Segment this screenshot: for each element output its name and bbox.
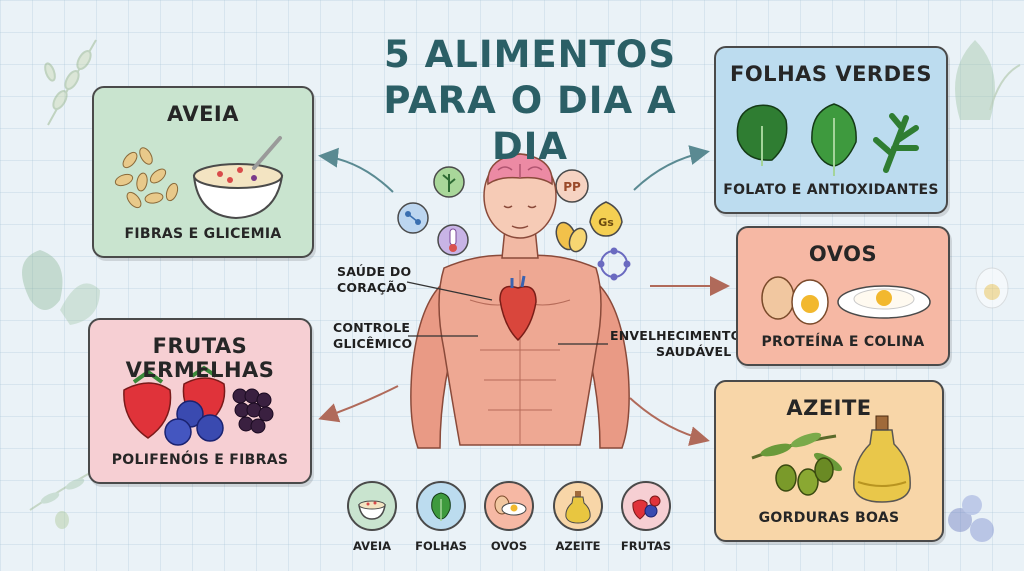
arrow-to-folhas — [633, 145, 710, 191]
wheat-decoration-icon — [44, 39, 97, 126]
arrow-to-frutas — [318, 385, 399, 423]
eggs-icon — [761, 276, 931, 325]
molecule-ring-icon — [597, 247, 631, 281]
card-subtitle: PROTEÍNA E COLINA — [761, 334, 925, 350]
berries-icon — [621, 481, 671, 531]
bottom-item-label: OVOS — [490, 539, 528, 553]
pp-nutrient-badge: PP — [555, 169, 589, 203]
card-aveia: AVEIA FIBRAS E GLICEMIA — [92, 86, 314, 258]
card-folhas-verdes: FOLHAS VERDES FOLATO E ANTIOXIDANTES — [714, 46, 948, 214]
annotation-line: CONTROLE — [333, 320, 411, 335]
bottom-item-label: FRUTAS — [620, 539, 672, 553]
olive-oil-icon — [751, 415, 911, 503]
leaf-decoration-icon — [955, 40, 1021, 120]
olive-oil-icon — [553, 481, 603, 531]
egg-icon — [484, 481, 534, 531]
bottom-item-label: AVEIA — [352, 539, 392, 553]
bottom-item-ovos: OVOS — [477, 481, 541, 553]
arrow-to-aveia — [318, 147, 394, 193]
arrow-to-azeite — [629, 397, 710, 446]
title-line-1: 5 ALIMENTOS — [383, 33, 676, 76]
bottom-item-aveia: AVEIA — [340, 481, 404, 553]
thermometer-nutrient-icon — [437, 224, 469, 256]
card-title: FRUTAS VERMELHAS — [125, 334, 275, 382]
annotation-line: SAÚDE DO — [337, 264, 412, 279]
annotation-glycemic-control: CONTROLE GLICÊMICO — [333, 320, 412, 352]
annotation-line: CORAÇÃO — [337, 280, 407, 295]
card-title: OVOS — [808, 242, 878, 266]
card-title: AZEITE — [786, 396, 872, 420]
bottom-item-azeite: AZEITE — [546, 481, 610, 553]
molecule-nutrient-icon — [397, 202, 429, 234]
annotation-heart-health: SAÚDE DO CORAÇÃO — [337, 264, 411, 296]
card-title: FOLHAS VERDES — [729, 62, 932, 86]
egg-decoration-icon — [975, 267, 1009, 309]
card-subtitle: POLIFENÓIS E FIBRAS — [111, 452, 289, 468]
gs-nutrient-badge: Gs — [589, 201, 623, 237]
annotation-line: ENVELHECIMENTO — [610, 328, 742, 343]
page-title: 5 ALIMENTOS PARA O DIA A DIA — [350, 32, 710, 170]
card-azeite: AZEITE GORDURAS BOAS — [714, 380, 944, 542]
bottom-item-label: AZEITE — [555, 539, 601, 553]
card-subtitle: FIBRAS E GLICEMIA — [124, 226, 282, 242]
capsule-nutrient-icon — [555, 221, 588, 253]
bottom-item-frutas: FRUTAS — [614, 481, 678, 553]
leader-coracao — [406, 281, 493, 301]
card-ovos: OVOS PROTEÍNA E COLINA — [736, 226, 950, 366]
annotation-healthy-aging: ENVELHECIMENTO SAUDÁVEL — [610, 328, 741, 360]
leaf-icon — [416, 481, 466, 531]
bottom-item-label: FOLHAS — [415, 539, 467, 553]
annotation-line: GLICÊMICO — [333, 336, 413, 351]
card-subtitle: FOLATO E ANTIOXIDANTES — [723, 182, 939, 198]
human-body-illustration — [410, 153, 630, 449]
berry-decoration-icon — [948, 495, 994, 542]
berries-icon — [123, 365, 274, 446]
bottom-item-folhas: FOLHAS — [409, 481, 473, 553]
title-line-2: PARA O DIA A DIA — [383, 79, 677, 168]
card-subtitle: GORDURAS BOAS — [758, 510, 900, 526]
pp-badge-label: PP — [563, 180, 581, 194]
herb-nutrient-icon — [433, 166, 465, 198]
card-title: AVEIA — [167, 102, 239, 126]
oat-bowl-icon — [114, 136, 284, 220]
leafy-greens-icon — [736, 103, 919, 176]
oat-bowl-icon — [347, 481, 397, 531]
olive-decoration-icon — [29, 469, 96, 529]
gs-badge-label: Gs — [598, 216, 614, 229]
spinach-decoration-icon — [22, 250, 100, 325]
card-frutas-vermelhas: FRUTAS VERMELHAS POLIFENÓIS E FIBRAS — [88, 318, 312, 484]
annotation-line: SAUDÁVEL — [655, 344, 732, 359]
